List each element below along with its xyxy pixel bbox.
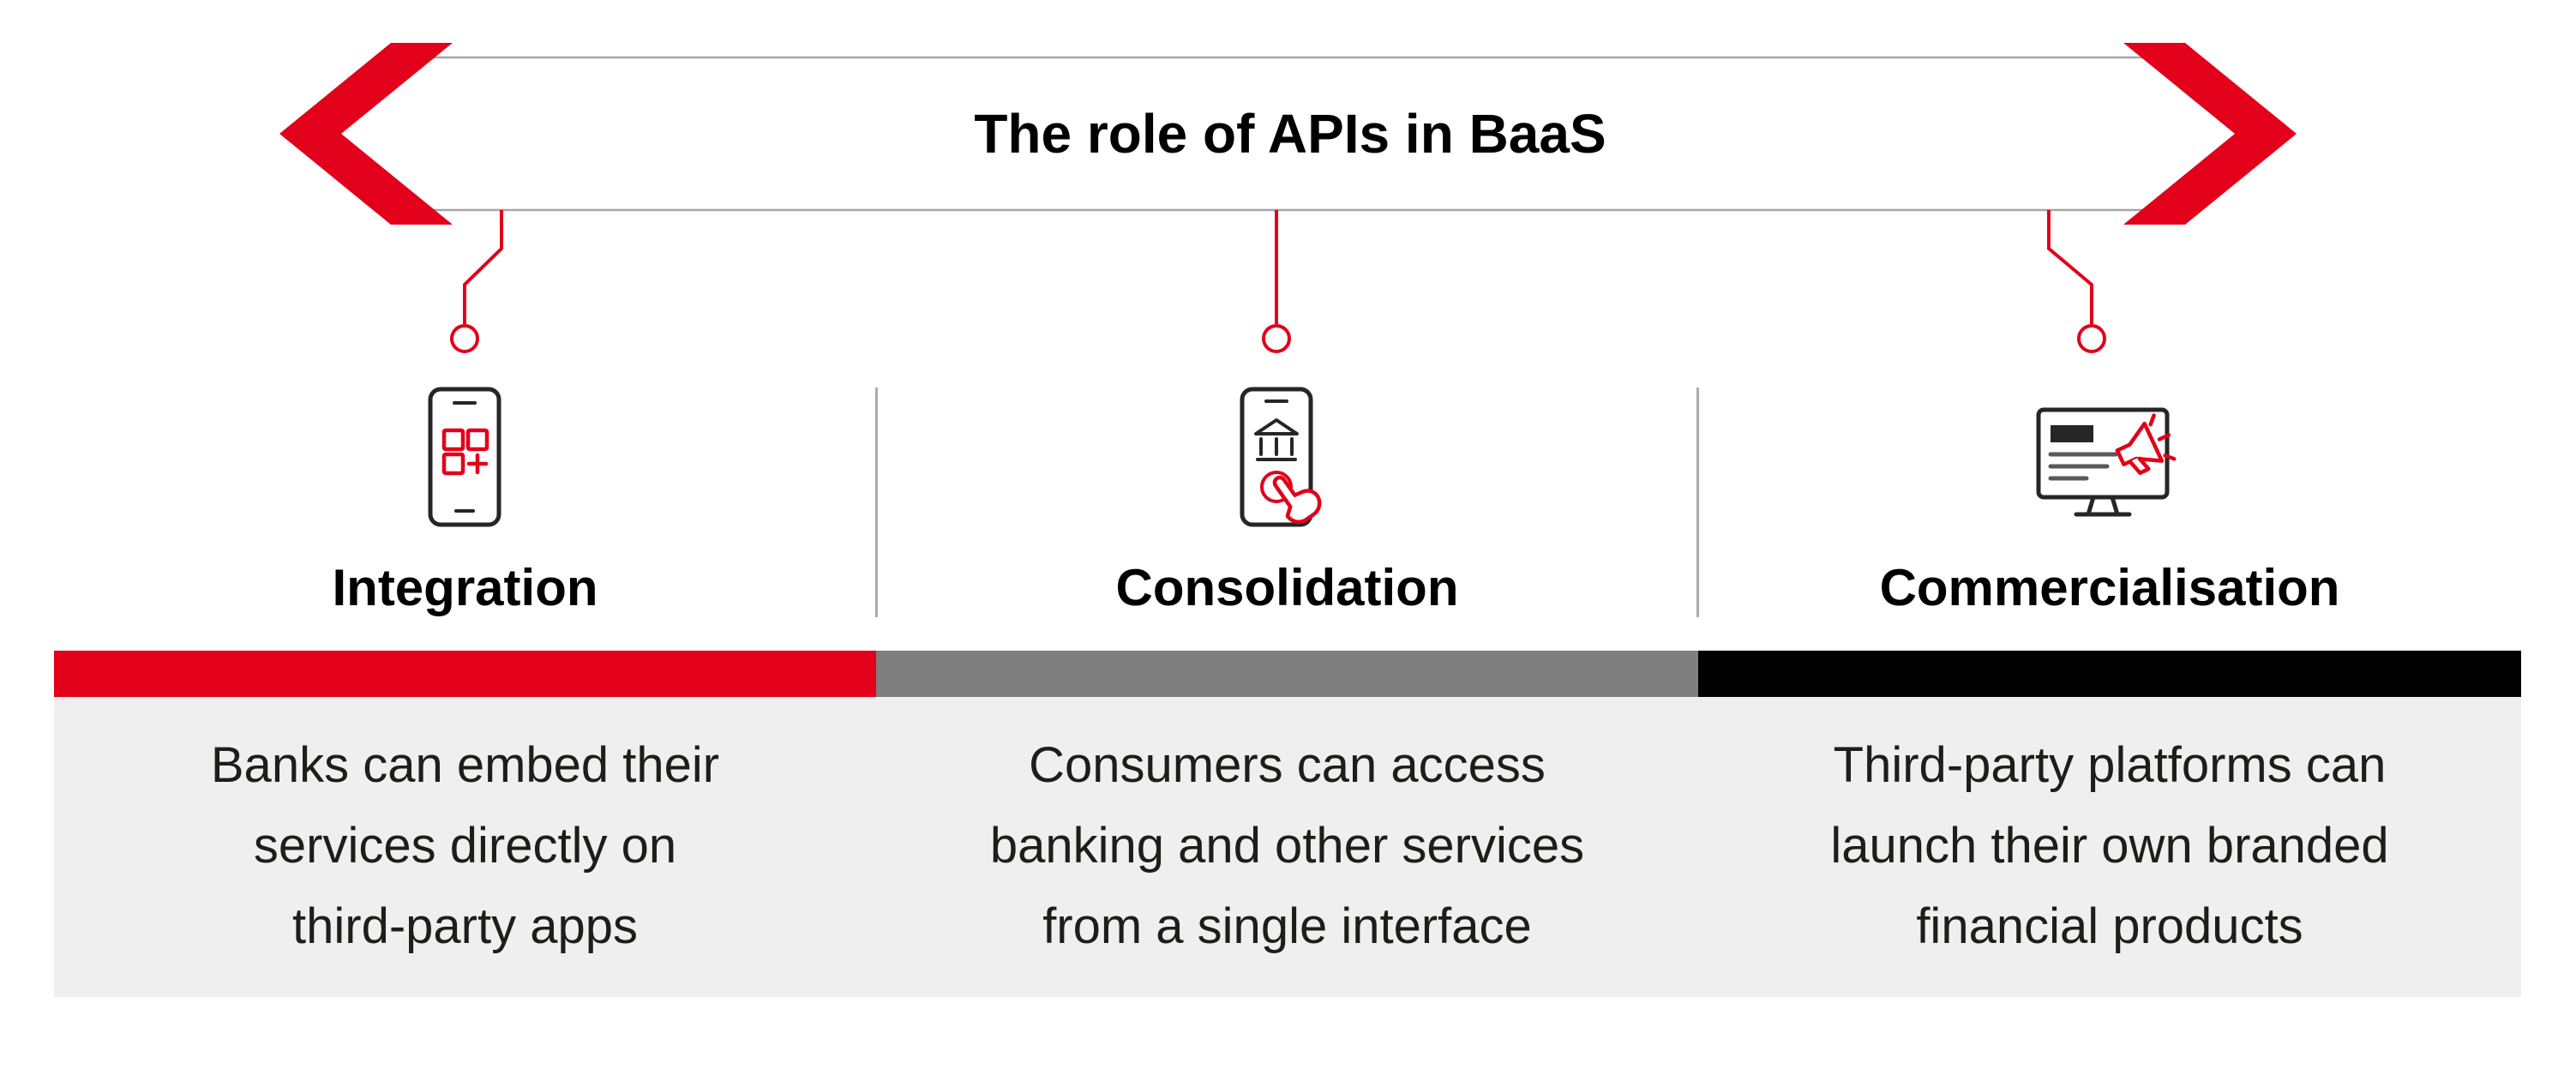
megaphone-glyph (2115, 413, 2177, 475)
bank-building-glyph (1254, 418, 1299, 461)
description-line: third-party apps (292, 898, 638, 954)
banner-title: The role of APIs in BaaS (974, 103, 1606, 165)
description-consolidation: Consumers can access banking and other s… (876, 725, 1698, 967)
description-line: launch their own branded (1830, 818, 2389, 874)
connector-dot-consolidation (1262, 324, 1291, 353)
connector-line-integration (463, 210, 503, 324)
column-title-consolidation: Consolidation (1115, 559, 1459, 616)
smartphone-bank-tap-icon (1240, 387, 1322, 527)
column-divider (875, 387, 878, 617)
accent-stripe-black (1698, 651, 2521, 697)
accent-stripe-red (54, 651, 876, 697)
header-banner (279, 43, 2297, 353)
description-integration: Banks can embed their services directly … (54, 725, 876, 967)
left-chevron-icon (279, 43, 453, 225)
description-line: Consumers can access (1029, 737, 1546, 793)
smartphone-apps-icon (428, 387, 501, 527)
connector-dot-commercialisation (2077, 324, 2106, 353)
description-line: banking and other services (989, 818, 1585, 874)
connector-line-commercialisation (2047, 210, 2093, 324)
right-chevron-icon (2123, 43, 2297, 225)
description-line: financial products (1916, 898, 2303, 954)
description-commercialisation: Third-party platforms can launch their o… (1698, 725, 2521, 967)
connector-dot-integration (450, 324, 479, 353)
pointing-hand-glyph (1272, 475, 1322, 525)
monitor-megaphone-icon (2036, 407, 2177, 517)
description-line: Third-party platforms can (1833, 737, 2387, 793)
description-line: services directly on (253, 818, 677, 874)
description-line: from a single interface (1042, 898, 1532, 954)
column-divider (1696, 387, 1699, 617)
description-line: Banks can embed their (210, 737, 720, 793)
description-panel (54, 697, 2521, 997)
column-title-integration: Integration (332, 559, 598, 616)
column-title-commercialisation: Commercialisation (1879, 559, 2340, 616)
accent-stripe-gray (876, 651, 1698, 697)
